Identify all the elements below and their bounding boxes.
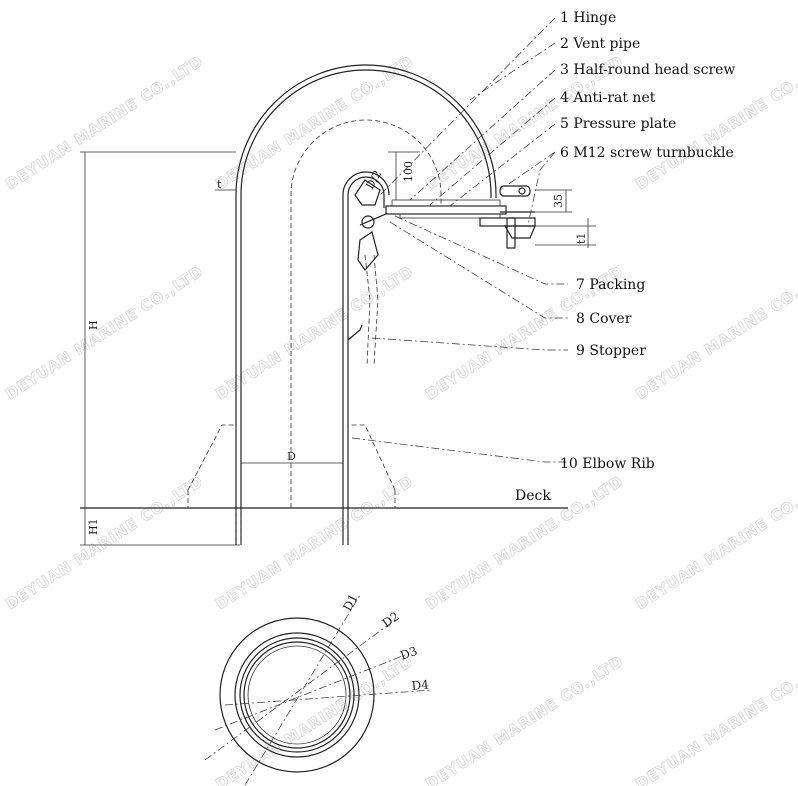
plan-view: D1 D2 D3 D4	[204, 592, 433, 786]
dim-d4: D4	[411, 678, 430, 693]
label-stopper: 9 Stopper	[576, 343, 646, 359]
label-cover: 8 Cover	[576, 311, 632, 327]
watermark: DEYUAN MARINE CO.,LTD	[2, 262, 206, 403]
dim-d: D	[287, 450, 296, 463]
dimensions: H H1 t D D/2 100 35 t1	[80, 151, 596, 546]
dim-h: H	[87, 320, 100, 330]
watermark: DEYUAN MARINE CO.,LTD	[212, 652, 416, 786]
dim-t: t	[217, 178, 222, 191]
dim-d2: D2	[380, 609, 402, 630]
label-rib: 10 Elbow Rib	[560, 456, 655, 472]
label-packing: 7 Packing	[576, 277, 645, 293]
label-screw: 3 Half-round head screw	[560, 62, 735, 78]
dim-h1: H1	[87, 518, 100, 535]
dim-100: 100	[402, 161, 415, 182]
watermark: DEYUAN MARINE CO.,LTD	[632, 472, 798, 613]
cover-assembly	[347, 179, 536, 366]
deck-label: Deck	[515, 488, 551, 504]
dim-35: 35	[552, 194, 565, 208]
watermark: DEYUAN MARINE CO.,LTD	[422, 652, 626, 786]
watermark: DEYUAN MARINE CO.,LTD	[632, 262, 798, 403]
gooseneck-pipe	[235, 64, 497, 545]
leader-lines	[351, 17, 568, 463]
elbow-rib	[187, 424, 396, 508]
label-vent-pipe: 2 Vent pipe	[560, 36, 640, 52]
dim-d1: D1	[340, 592, 360, 614]
deck: Deck	[80, 488, 568, 509]
dim-d3: D3	[398, 644, 419, 663]
watermark: DEYUAN MARINE CO.,LTD	[212, 262, 416, 403]
callout-labels: 1 Hinge 2 Vent pipe 3 Half-round head sc…	[560, 10, 735, 472]
label-hinge: 1 Hinge	[560, 10, 616, 26]
watermark: DEYUAN MARINE CO.,LTD	[212, 472, 416, 613]
label-plate: 5 Pressure plate	[560, 116, 676, 132]
watermark: DEYUAN MARINE CO.,LTD	[632, 652, 798, 786]
dim-t1: t1	[575, 233, 588, 244]
label-net: 4 Anti-rat net	[560, 90, 656, 106]
watermarks: DEYUAN MARINE CO.,LTD DEYUAN MARINE CO.,…	[2, 52, 798, 786]
watermark: DEYUAN MARINE CO.,LTD	[2, 472, 206, 613]
label-turnbuckle: 6 M12 screw turnbuckle	[560, 145, 734, 161]
watermark: DEYUAN MARINE CO.,LTD	[2, 52, 206, 193]
